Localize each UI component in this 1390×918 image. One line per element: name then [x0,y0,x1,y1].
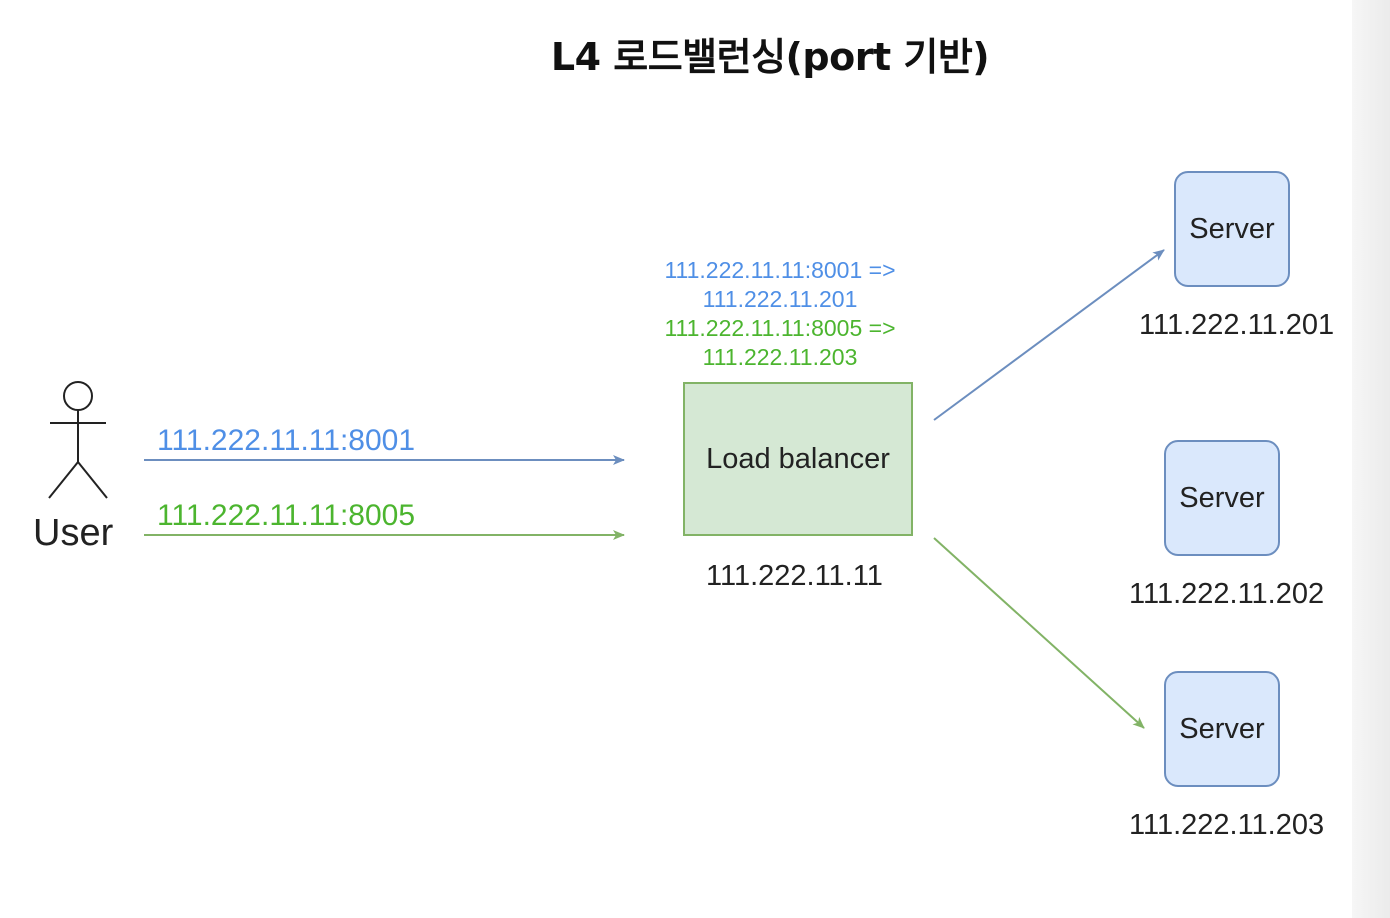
load-balancer-node: Load balancer [683,382,913,536]
server-ip-203: 111.222.11.203 [1129,809,1325,841]
server-node-201: Server [1174,171,1290,287]
server-label: Server [1189,212,1275,245]
rule-8005-source: 111.222.11.11:8005 => [664,315,896,341]
routing-rules: 111.222.11.11:8001 => 111.222.11.201 111… [640,256,920,372]
side-strip [1352,0,1390,918]
rule-8001-target: 111.222.11.201 [702,286,858,312]
user-actor-icon [48,381,108,499]
flow-label-8001: 111.222.11.11:8001 [157,424,416,457]
load-balancer-label: Load balancer [706,442,890,475]
server-ip-201: 111.222.11.201 [1139,309,1335,341]
page-title: L4 로드밸런싱(port 기반) [550,35,990,79]
route-arrow-server-201 [933,249,1165,421]
server-label: Server [1179,712,1265,745]
server-ip-202: 111.222.11.202 [1129,578,1325,610]
flow-label-8005: 111.222.11.11:8005 [157,499,416,532]
user-label: User [33,512,114,554]
server-node-203: Server [1164,671,1280,787]
server-node-202: Server [1164,440,1280,556]
load-balancer-ip: 111.222.11.11 [706,560,883,592]
route-arrow-server-203 [933,537,1145,729]
rule-8005-target: 111.222.11.203 [702,344,858,370]
rule-8001-source: 111.222.11.11:8001 => [664,257,896,283]
server-label: Server [1179,481,1265,514]
